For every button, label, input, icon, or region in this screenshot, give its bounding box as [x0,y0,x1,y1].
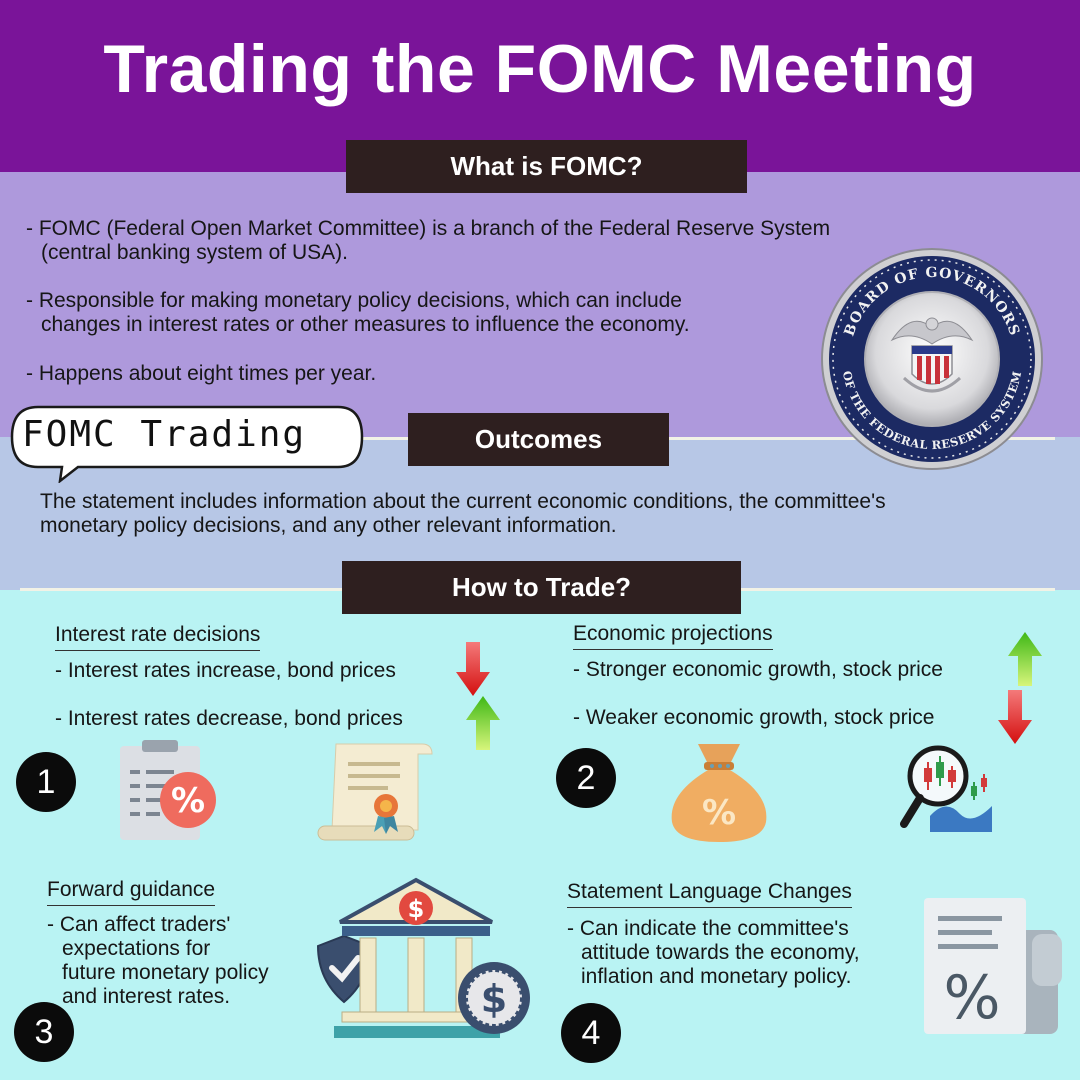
statement-language-line-1: - Can indicate the committee's [567,917,849,940]
forward-guidance-line-3: future monetary policy [62,961,269,984]
arrow-up-icon [1008,632,1042,686]
arrow-down-icon [998,690,1032,744]
what-bullet-3: - Happens about eight times per year. [26,362,377,385]
step-number-2: 2 [556,748,616,808]
interest-rate-decisions-heading: Interest rate decisions [55,623,261,651]
outcomes-line-2: monetary policy decisions, and any other… [40,514,617,537]
what-bullet-2-line-1: - Responsible for making monetary policy… [26,289,682,312]
statement-language-line-3: inflation and monetary policy. [581,965,852,988]
section-divider [360,437,1055,440]
interest-rate-line-2: - Interest rates decrease, bond prices [55,707,403,730]
federal-reserve-seal-icon: BOARD OF GOVERNORS OF THE FEDERAL RESERV… [821,248,1043,470]
forward-guidance-line-4: and interest rates. [62,985,231,1008]
certificate-scroll-icon [317,743,433,841]
statement-language-line-2: attitude towards the economy, [581,941,860,964]
step-number-4: 4 [561,1003,621,1063]
what-is-fomc-label: What is FOMC? [346,140,747,193]
economic-projections-line-2: - Weaker economic growth, stock price [573,706,935,729]
outcomes-line-1: The statement includes information about… [40,490,886,513]
magnifier-chart-icon [900,745,992,832]
what-bullet-1-line-2: (central banking system of USA). [41,241,348,264]
outcomes-label: Outcomes [408,413,669,466]
what-bullet-2-line-2: changes in interest rates or other measu… [41,313,690,336]
forward-guidance-heading: Forward guidance [47,878,216,906]
svg-text:%: % [702,793,736,833]
economic-projections-heading: Economic projections [573,622,773,650]
money-bag-icon: % [671,744,767,842]
how-to-trade-label: How to Trade? [342,561,741,614]
speech-bubble-icon [10,405,364,483]
interest-rate-line-1: - Interest rates increase, bond prices [55,659,396,682]
bank-icon: $ $ [316,877,530,1038]
economic-projections-line-1: - Stronger economic growth, stock price [573,658,943,681]
clipboard-percent-icon: % [120,740,216,840]
page-title: Trading the FOMC Meeting [103,31,977,107]
arrow-up-icon [466,696,500,750]
document-percent-icon: % [924,898,1062,1034]
svg-text:$: $ [481,977,507,1021]
what-bullet-1-line-1: - FOMC (Federal Open Market Committee) i… [26,217,831,240]
statement-language-heading: Statement Language Changes [567,880,852,908]
svg-text:$: $ [408,895,425,923]
step-number-1: 1 [16,752,76,812]
svg-text:%: % [943,963,1000,1033]
step-number-3: 3 [14,1002,74,1062]
fomc-trading-bubble-text: FOMC Trading [22,414,307,455]
arrow-down-icon [456,642,490,696]
svg-text:%: % [171,781,205,821]
forward-guidance-line-1: - Can affect traders' [47,913,231,936]
forward-guidance-line-2: expectations for [62,937,211,960]
